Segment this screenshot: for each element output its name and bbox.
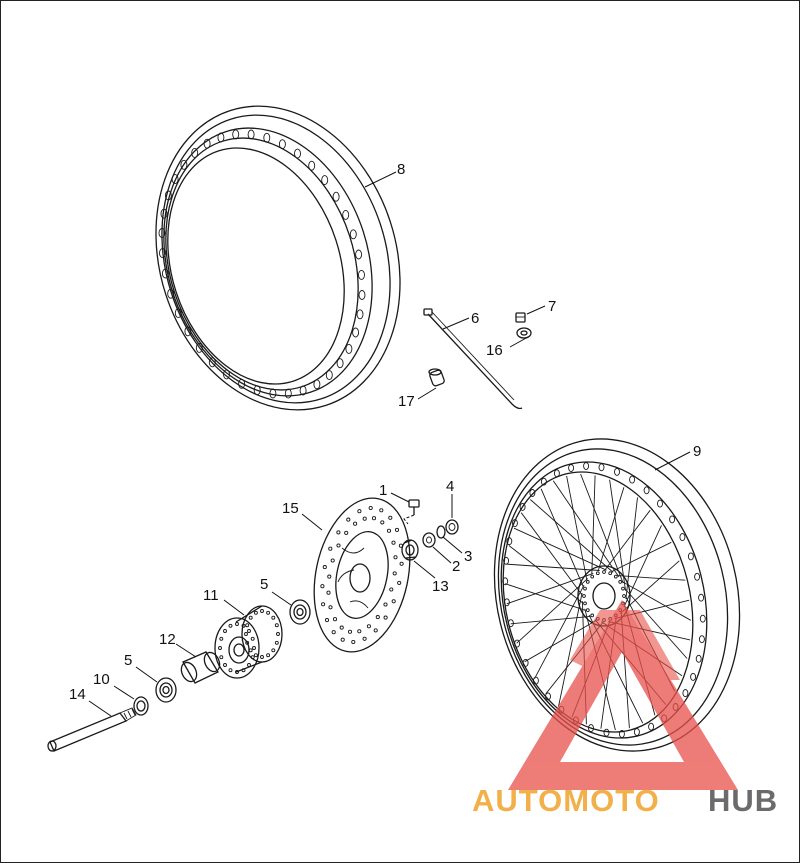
triangle-logo-icon <box>508 600 738 790</box>
spacer-part-13 <box>401 539 419 561</box>
label-2: 2 <box>452 558 460 575</box>
label-13: 13 <box>432 578 449 595</box>
watermark-text: AUTOMOTO HUB <box>472 783 778 818</box>
washer-part-3 <box>436 525 446 539</box>
label-6: 6 <box>471 310 479 327</box>
label-16: 16 <box>486 342 503 359</box>
watermark-part1: AUTOMOTO <box>472 783 660 818</box>
spacer-part-12 <box>180 651 221 684</box>
washer-part-2 <box>422 532 436 548</box>
axle-part-14 <box>47 707 137 752</box>
bearing-part-5-lower <box>155 677 177 703</box>
label-10: 10 <box>93 671 110 688</box>
brake-rotor-part-15 <box>313 497 411 653</box>
label-7: 7 <box>548 298 556 315</box>
label-14: 14 <box>69 686 86 703</box>
label-1: 1 <box>379 482 387 499</box>
nipple-part-17 <box>428 368 445 387</box>
label-12: 12 <box>159 631 176 648</box>
washer-part-16 <box>516 327 532 339</box>
rim-spoke-holes <box>158 129 366 399</box>
watermark-part2: HUB <box>708 783 778 818</box>
assembled-wheel-part-9 <box>493 438 741 752</box>
nut-part-4 <box>445 519 459 535</box>
spoke-part-6 <box>423 308 523 410</box>
watermark-logo <box>508 600 738 790</box>
rim-part-8 <box>155 105 401 411</box>
label-4: 4 <box>446 478 454 495</box>
label-15: 15 <box>282 500 299 517</box>
bearing-part-5-upper <box>289 599 311 625</box>
part-labels: 8 6 7 16 17 9 1 4 3 2 13 15 5 11 12 5 10… <box>69 161 701 703</box>
spacer-part-10 <box>133 696 149 716</box>
hub-part-11 <box>214 605 283 679</box>
label-5-lower: 5 <box>124 652 132 669</box>
label-5-upper: 5 <box>260 576 268 593</box>
label-8: 8 <box>397 161 405 178</box>
label-11: 11 <box>203 587 219 604</box>
leader-lines <box>88 171 691 717</box>
nut-part-7 <box>515 312 526 323</box>
label-9: 9 <box>693 443 701 460</box>
rotor-vent-holes <box>320 505 404 645</box>
bolt-part-1 <box>403 499 420 525</box>
label-17: 17 <box>398 393 415 410</box>
label-3: 3 <box>464 548 472 565</box>
hub-flange-holes <box>218 609 280 674</box>
